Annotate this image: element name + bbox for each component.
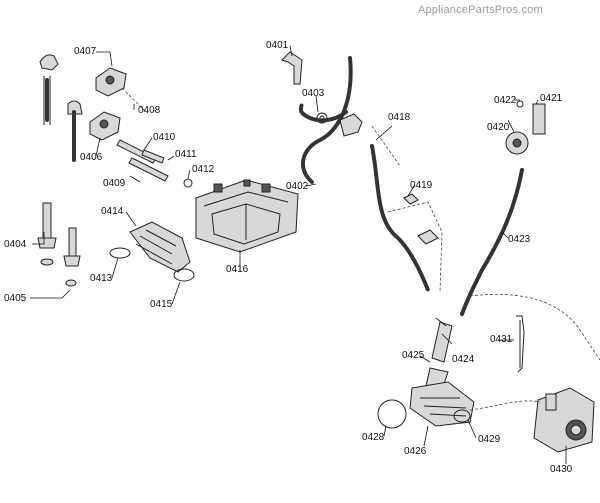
hose-0425 <box>425 321 453 391</box>
bracket-0421 <box>532 103 546 135</box>
hose-0402 <box>298 56 353 184</box>
connector-0411 <box>141 149 165 164</box>
inlet-hose-0404 <box>37 54 59 266</box>
callout-0414: 0414 <box>101 206 124 217</box>
callout-0419: 0419 <box>410 180 433 191</box>
vent-0418 <box>339 113 430 292</box>
callout-0412: 0412 <box>192 164 215 175</box>
dispenser-0416 <box>195 179 299 253</box>
watermark: AppliancePartsPros.com <box>418 4 543 16</box>
valve-0406 <box>89 111 121 141</box>
callout-0418: 0418 <box>388 112 411 123</box>
callout-0411: 0411 <box>175 149 197 160</box>
callout-0425: 0425 <box>402 350 425 361</box>
clamp-0413 <box>109 247 131 259</box>
tube-0409 <box>128 157 169 182</box>
tube-0410 <box>116 139 157 164</box>
clamp-0428 <box>377 399 407 429</box>
screw-0422 <box>516 100 524 108</box>
callout-0420: 0420 <box>487 122 510 133</box>
callout-0401: 0401 <box>266 40 289 51</box>
leader-lines <box>30 45 567 464</box>
callout-0431: 0431 <box>490 334 513 345</box>
callout-0422: 0422 <box>494 95 517 106</box>
dashed-cabinet-outline <box>469 293 600 411</box>
callout-0408: 0408 <box>138 105 161 116</box>
bracket-0419 <box>403 193 439 245</box>
callout-0429: 0429 <box>478 434 501 445</box>
bellows-0414 <box>129 221 191 273</box>
valve-0407 <box>95 67 127 97</box>
callout-0415: 0415 <box>150 299 173 310</box>
callout-0410: 0410 <box>153 132 176 143</box>
callout-labels: 0407 0408 0410 0411 0412 0406 0409 0414 … <box>4 40 573 475</box>
clamp-0429 <box>453 409 471 423</box>
callout-0424: 0424 <box>452 354 475 365</box>
callout-0421: 0421 <box>540 93 563 104</box>
clamp-0412 <box>183 178 193 188</box>
callout-0409: 0409 <box>103 178 126 189</box>
callout-0403: 0403 <box>302 88 325 99</box>
clamp-0415 <box>173 268 195 282</box>
callout-0405: 0405 <box>4 293 27 304</box>
wire-harness-0431 <box>516 315 525 373</box>
drain-pump-0430 <box>533 387 595 453</box>
callout-0402: 0402 <box>286 181 309 192</box>
hose-0408 <box>121 87 147 113</box>
tube-0423 <box>460 168 524 316</box>
callout-0430: 0430 <box>550 464 573 475</box>
callout-0407: 0407 <box>74 46 97 57</box>
divider-dash <box>371 125 443 293</box>
callout-0413: 0413 <box>90 273 113 284</box>
callout-0404: 0404 <box>4 239 27 250</box>
callout-0428: 0428 <box>362 432 385 443</box>
callout-0416: 0416 <box>226 264 249 275</box>
callout-0423: 0423 <box>508 234 531 245</box>
pressure-switch-0420 <box>505 131 529 155</box>
tube-0424 <box>435 317 447 327</box>
hose-0401 <box>281 51 303 85</box>
callout-0406: 0406 <box>80 152 103 163</box>
inlet-hose-0405 <box>63 100 83 287</box>
bellows-0426 <box>409 381 475 427</box>
callout-0426: 0426 <box>404 446 427 457</box>
